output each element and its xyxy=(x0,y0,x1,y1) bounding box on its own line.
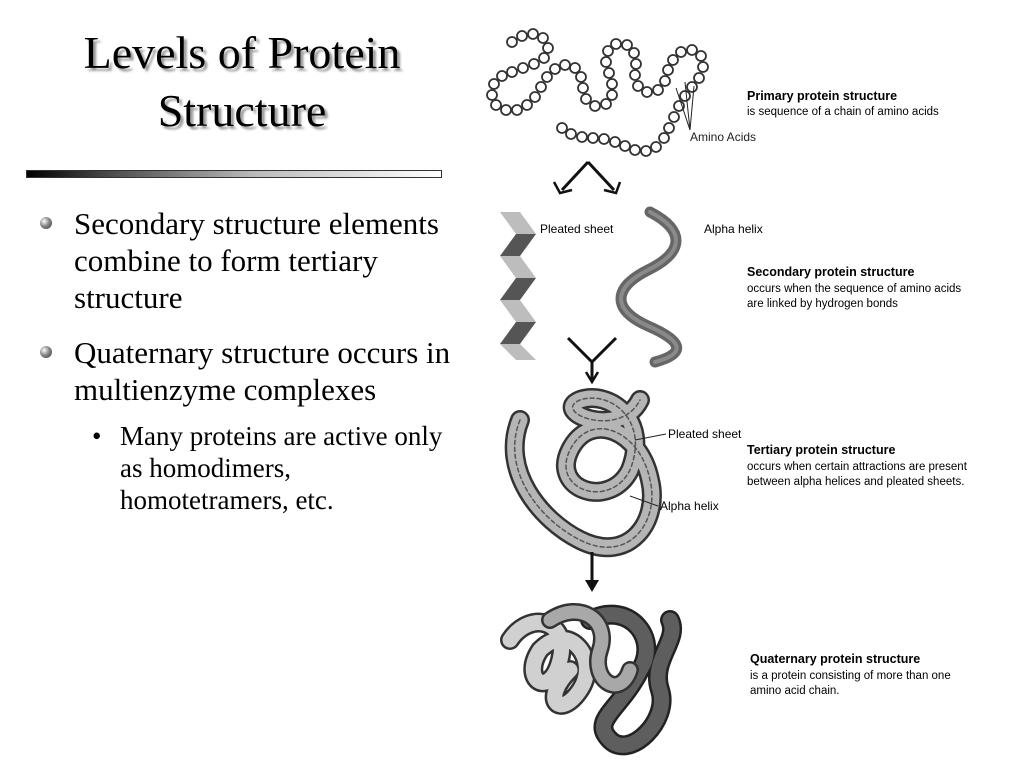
bullet-dot-icon xyxy=(40,346,52,358)
bullet-text: Secondary structure elements combine to … xyxy=(74,206,439,315)
amino-acid-chain xyxy=(486,28,709,157)
primary-heading: Primary protein structure xyxy=(747,89,897,103)
sub-bullet-text: Many proteins are active only as homodim… xyxy=(120,421,443,515)
bullet-item: Quaternary structure occurs in multienzy… xyxy=(34,334,454,408)
bullet-item: Secondary structure elements combine to … xyxy=(34,205,454,316)
tertiary-fold-graphic xyxy=(504,388,662,558)
title-line-2: Structure xyxy=(157,85,327,136)
pleated-sheet-label: Pleated sheet xyxy=(540,222,614,236)
amino-acids-label: Amino Acids xyxy=(690,130,756,144)
tertiary-pleated-pointer xyxy=(634,433,667,441)
pleated-sheet-graphic xyxy=(500,212,536,360)
tertiary-pleated-label: Pleated sheet xyxy=(668,427,742,441)
sub-bullet-item: • Many proteins are active only as homod… xyxy=(34,420,454,516)
alpha-helix-label: Alpha helix xyxy=(704,222,763,236)
tertiary-helix-pointer xyxy=(629,495,659,507)
primary-description: is sequence of a chain of amino acids xyxy=(747,106,939,118)
down-arrow-icon xyxy=(585,552,599,592)
title-line-1: Levels of Protein xyxy=(83,27,401,78)
alpha-helix-graphic xyxy=(615,206,683,368)
slide-title: Levels of Protein Structure xyxy=(22,24,462,140)
secondary-heading: Secondary protein structure xyxy=(747,265,914,279)
bullet-text: Quaternary structure occurs in multienzy… xyxy=(74,335,451,407)
secondary-description-1: occurs when the sequence of amino acids xyxy=(747,283,961,295)
sub-bullet-dot-icon: • xyxy=(92,421,102,451)
quaternary-description-1: is a protein consisting of more than one xyxy=(750,670,951,682)
tertiary-heading: Tertiary protein structure xyxy=(747,443,895,457)
tertiary-helix-label: Alpha helix xyxy=(660,499,719,513)
helix-highlight xyxy=(619,210,679,364)
quaternary-complex-graphic xyxy=(500,602,682,756)
tertiary-description-2: between alpha helices and pleated sheets… xyxy=(747,476,964,488)
tertiary-description-1: occurs when certain attractions are pres… xyxy=(747,461,968,473)
merge-arrow-icon xyxy=(566,336,618,385)
split-arrow-icon xyxy=(552,160,622,195)
quaternary-heading: Quaternary protein structure xyxy=(750,652,920,666)
secondary-description-2: are linked by hydrogen bonds xyxy=(747,298,898,310)
bullet-dot-icon xyxy=(40,217,52,229)
quaternary-description-2: amino acid chain. xyxy=(750,685,840,697)
bullet-list: Secondary structure elements combine to … xyxy=(34,205,454,516)
protein-structure-diagram: Amino Acids Primary protein structure is… xyxy=(486,28,968,756)
title-divider xyxy=(26,170,442,178)
amino-acid-callout-lines xyxy=(675,81,695,131)
